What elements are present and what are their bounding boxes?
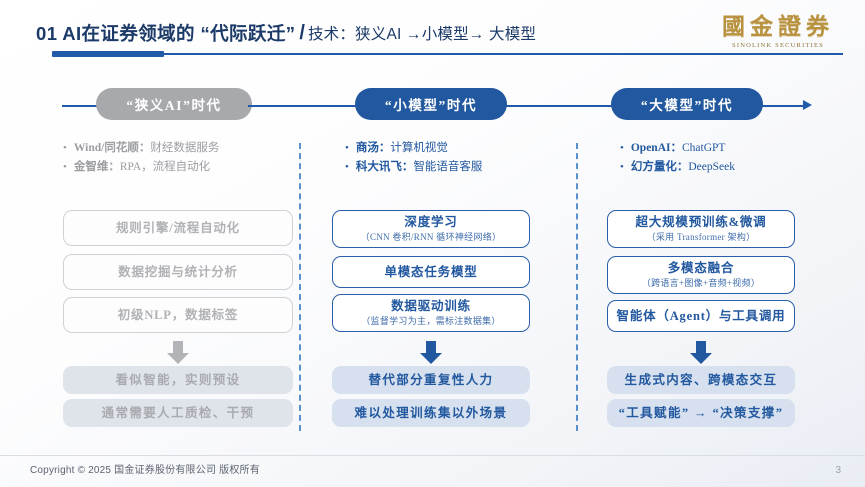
bullet-desc: DeepSeek [688,161,735,173]
outcome-card[interactable]: 生成式内容、跨模态交互 [607,366,795,394]
outcome-card-title: 通常需要人工质检、干预 [101,406,255,420]
bullet-desc: 智能语音客服 [413,161,483,173]
down-arrow-icon [167,341,189,365]
bullet-term: 科大讯飞： [355,161,414,173]
timeline-stage-3-label: “大模型”时代 [640,98,734,113]
title-underline-line [160,53,843,55]
capability-card[interactable]: 初级NLP，数据标签 [63,297,293,333]
column-small-model: • 商汤： 计算机视觉 • 科大讯飞： 智能语音客服 [345,140,575,178]
bullet-desc: 计算机视觉 [390,142,448,154]
capability-card-title: 规则引擎/流程自动化 [116,221,240,235]
capability-card-subtitle: （监督学习为主，需标注数据集） [361,316,501,326]
outcome-card[interactable]: 看似智能，实则预设 [63,366,293,394]
bullet-desc: RPA，流程自动化 [119,161,211,173]
outcome-card[interactable]: 难以处理训练集以外场景 [332,399,530,427]
outcome-card-title: 替代部分重复性人力 [368,373,494,387]
list-item: • Wind/同花顺： 财经数据服务 [63,140,295,157]
capability-card[interactable]: 智能体（Agent）与工具调用 [607,300,795,332]
list-item: • 商汤： 计算机视觉 [345,140,575,157]
column-divider-1 [299,143,301,431]
outcome-card[interactable]: “工具赋能” → “决策支撑” [607,399,795,427]
bullet-dot-icon: • [620,142,624,154]
outcome-card[interactable]: 替代部分重复性人力 [332,366,530,394]
capability-card-subtitle: （跨语言+图像+音频+视频） [641,278,761,288]
column-large-model: • OpenAI： ChatGPT • 幻方量化： DeepSeek [620,140,850,178]
title-underline-accent [52,51,164,57]
timeline: “狭义AI”时代 “小模型”时代 “大模型”时代 [0,88,865,124]
footer-copyright: Copyright © 2025 国金证券股份有限公司 版权所有 [30,465,260,476]
capability-card-title: 数据挖掘与统计分析 [118,265,238,279]
bullet-dot-icon: • [63,161,67,173]
company-logo: 國金證券 Sinolink Securities [713,8,843,56]
bullet-dot-icon: • [345,142,349,154]
capability-card-title: 初级NLP，数据标签 [117,308,239,322]
capability-card[interactable]: 深度学习 （CNN 卷积/RNN 循环神经网络） [332,210,530,248]
timeline-segment-4 [759,105,807,107]
capability-card-title: 数据驱动训练 [391,299,471,313]
timeline-stage-1[interactable]: “狭义AI”时代 [96,88,252,120]
timeline-stage-2-label: “小模型”时代 [384,98,478,113]
capability-card-title: 超大规模预训练&微调 [635,215,767,229]
capability-card[interactable]: 规则引擎/流程自动化 [63,210,293,246]
bullet-term: Wind/同花顺： [73,142,151,154]
capability-card-subtitle: （采用 Transformer 架构） [646,232,756,242]
list-item: • 科大讯飞： 智能语音客服 [345,159,575,176]
bullet-term: 幻方量化： [630,161,689,173]
list-item: • OpenAI： ChatGPT [620,140,850,157]
timeline-stage-1-label: “狭义AI”时代 [126,98,222,113]
capability-card-title: 智能体（Agent）与工具调用 [616,309,786,323]
footer-divider [0,455,865,456]
outcome-card-title: 看似智能，实则预设 [115,373,241,387]
capability-card-title: 多模态融合 [667,261,735,275]
outcome-card-title: 生成式内容、跨模态交互 [624,373,778,387]
bullet-term: 金智维： [73,161,120,173]
outcome-card[interactable]: 通常需要人工质检、干预 [63,399,293,427]
bullet-desc: 财经数据服务 [150,142,220,154]
timeline-segment-1 [62,105,110,107]
down-arrow-icon [690,341,712,365]
timeline-segment-2 [248,105,370,107]
column-1-bullets: • Wind/同花顺： 财经数据服务 • 金智维： RPA，流程自动化 [63,140,295,176]
capability-card-subtitle: （CNN 卷积/RNN 循环神经网络） [360,232,502,242]
logo-english-text: Sinolink Securities [732,42,824,49]
title-underline [52,50,843,58]
capability-card[interactable]: 多模态融合 （跨语言+图像+音频+视频） [607,256,795,294]
list-item: • 幻方量化： DeepSeek [620,159,850,176]
bullet-dot-icon: • [63,142,67,154]
timeline-arrow-icon [803,99,812,110]
list-item: • 金智维： RPA，流程自动化 [63,159,295,176]
bullet-dot-icon: • [345,161,349,173]
bullet-dot-icon: • [620,161,624,173]
page-number: 3 [835,465,841,476]
capability-card[interactable]: 超大规模预训练&微调 （采用 Transformer 架构） [607,210,795,248]
column-narrow-ai: • Wind/同花顺： 财经数据服务 • 金智维： RPA，流程自动化 [63,140,295,178]
column-3-bullets: • OpenAI： ChatGPT • 幻方量化： DeepSeek [620,140,850,176]
slide-title-row: 01 AI在证券领域的 “代际跃迁” / 技术：狭义AI →小模型→ 大模型 [36,16,837,50]
column-divider-2 [576,143,578,431]
down-arrow-icon [420,341,442,365]
capability-card-title: 单模态任务模型 [384,265,478,279]
capability-card[interactable]: 单模态任务模型 [332,256,530,288]
capability-card[interactable]: 数据驱动训练 （监督学习为主，需标注数据集） [332,294,530,332]
outcome-card-title: “工具赋能” → “决策支撑” [618,406,784,420]
timeline-stage-2[interactable]: “小模型”时代 [355,88,507,120]
bullet-term: OpenAI： [630,142,682,154]
column-2-bullets: • 商汤： 计算机视觉 • 科大讯飞： 智能语音客服 [345,140,575,176]
bullet-term: 商汤： [355,142,391,154]
page-title: 01 AI在证券领域的 “代际跃迁” [36,23,296,44]
bullet-desc: ChatGPT [681,142,726,154]
timeline-stage-3[interactable]: “大模型”时代 [611,88,763,120]
page-subtitle: 技术：狭义AI →小模型→ 大模型 [307,26,537,43]
capability-card-title: 深度学习 [404,215,458,229]
logo-chinese-text: 國金證券 [722,14,834,39]
outcome-card-title: 难以处理训练集以外场景 [354,406,508,420]
title-separator: / [299,21,305,44]
capability-card[interactable]: 数据挖掘与统计分析 [63,254,293,290]
timeline-segment-3 [503,105,613,107]
